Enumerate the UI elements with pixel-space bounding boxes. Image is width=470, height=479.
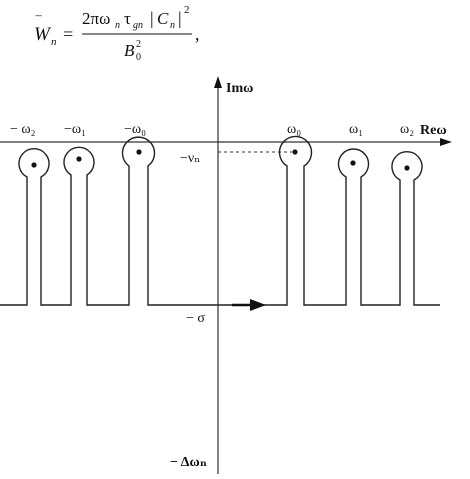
formula-lhs-subscript: n	[51, 36, 57, 48]
sigma-level: − σ	[186, 299, 266, 326]
imaginary-axis-arrow-icon	[214, 76, 222, 88]
contour-direction-arrow-icon	[250, 299, 266, 311]
frequency-labels: − ω₂ −ω₁ −ω₀ ω₀ ω₁ ω₂	[10, 122, 414, 137]
formula-num-sub-gn: gn	[133, 20, 143, 31]
formula-comma: ,	[195, 24, 200, 44]
formula-num-sub-n: n	[115, 20, 120, 31]
label-neg-nu-n: −νₙ	[180, 151, 200, 166]
formula-lhs-bar: ‾	[35, 14, 42, 32]
pole-markers	[31, 149, 410, 171]
formula-abs-close: |	[178, 8, 182, 28]
label-neg-omega2: − ω₂	[10, 122, 36, 137]
formula-num-sup: 2	[184, 4, 190, 16]
pole-dot-neg-omega2	[31, 162, 37, 168]
pole-dot-omega0	[292, 149, 298, 155]
formula-num-2piomega: 2πω	[82, 9, 110, 28]
integration-contour	[0, 135, 440, 306]
label-neg-omega0: −ω₀	[124, 122, 146, 137]
label-omega1: ω₁	[349, 122, 363, 137]
real-axis-arrow-icon	[440, 138, 452, 146]
pole-dot-omega2	[404, 165, 410, 171]
formula-num-C: C	[157, 9, 169, 28]
formula-num-sub-n2: n	[170, 20, 175, 31]
label-omega0: ω₀	[287, 122, 301, 137]
spectral-density-formula: W ‾ n = 2πω n τ gn | C n | 2 B 0 2 ,	[34, 4, 200, 63]
pole-dot-neg-omega0	[136, 149, 142, 155]
label-neg-sigma: − σ	[186, 311, 205, 326]
nu-level: −νₙ	[180, 151, 292, 166]
formula-den-sup: 2	[136, 39, 141, 50]
imaginary-axis-label: Imω	[226, 81, 253, 96]
formula-num-tau: τ	[124, 9, 131, 28]
formula-equals: =	[63, 24, 73, 44]
pole-dot-neg-omega1	[76, 156, 82, 162]
formula-den-B: B	[124, 41, 135, 60]
formula-abs-open: |	[150, 8, 154, 28]
label-neg-omega1: −ω₁	[64, 122, 86, 137]
label-neg-delta-omega-n: − Δωₙ	[170, 455, 207, 470]
pole-dot-omega1	[350, 160, 356, 166]
real-axis-label: Reω	[420, 123, 447, 138]
label-omega2: ω₂	[400, 122, 414, 137]
formula-lhs-base: W	[34, 24, 52, 45]
axes: Imω Reω	[0, 76, 452, 474]
formula-den-sub: 0	[136, 52, 141, 63]
